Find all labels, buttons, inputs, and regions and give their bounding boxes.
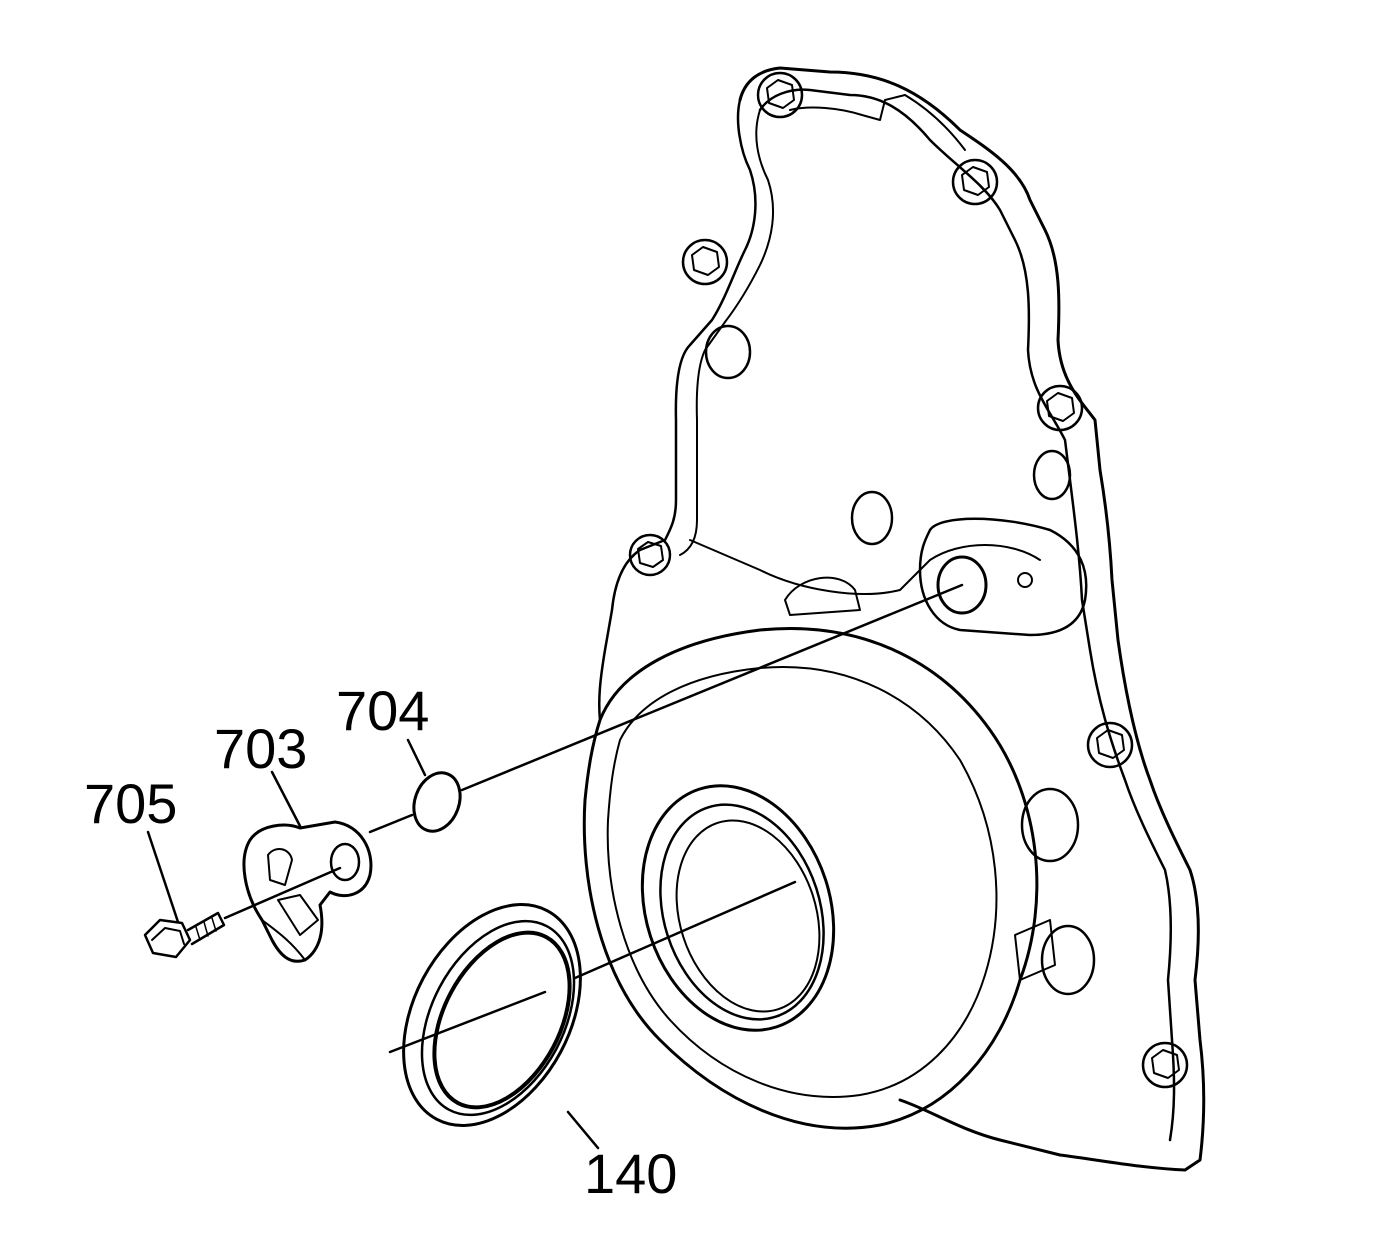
leader-704 <box>406 738 427 777</box>
sensor-axis-upper <box>460 583 964 792</box>
callout-704: 704 <box>336 679 429 742</box>
crank-bore-chamfer <box>675 819 821 1013</box>
cover-bolt-1 <box>756 71 804 119</box>
upper-notch <box>784 576 861 616</box>
dowel-hole <box>850 490 894 546</box>
cover-center-web <box>689 539 1041 595</box>
cover-inner-left <box>679 109 774 556</box>
right-upper-hole <box>1032 449 1072 501</box>
crank-axis-upper <box>573 880 797 980</box>
mounting-tab <box>1014 919 1056 981</box>
cover-left-edge <box>597 98 757 722</box>
leader-705 <box>146 830 180 924</box>
callout-labels: 704 703 705 140 <box>84 679 677 1205</box>
cover-bolt-2 <box>951 158 999 206</box>
seal-housing-step <box>606 666 998 1098</box>
sensor-bolt <box>143 911 226 959</box>
crank-bore-outer <box>640 784 836 1032</box>
cover-bolt-6 <box>1086 721 1134 769</box>
callout-703: 703 <box>214 717 307 780</box>
right-boss-hole <box>1020 787 1080 863</box>
sensor-mount-boss <box>918 517 1088 637</box>
leader-140 <box>566 1110 600 1150</box>
callout-140: 140 <box>584 1142 677 1205</box>
sensor-bore <box>936 555 988 615</box>
cover-outer-flange <box>738 66 1206 1172</box>
callout-705: 705 <box>84 772 177 835</box>
leader-lines <box>146 738 600 1150</box>
cover-bolt-4 <box>1036 384 1084 432</box>
upper-dowel-hole <box>704 324 752 380</box>
cover-bolt-7 <box>1141 1041 1189 1089</box>
sensor-axis-lower <box>223 866 342 920</box>
cover-inner-rim <box>758 88 1176 1142</box>
leader-703 <box>270 770 302 828</box>
cover-bolt-5 <box>628 533 672 577</box>
assembly-centerlines <box>223 583 964 1054</box>
crank-bore-inner <box>659 803 825 1021</box>
engine-front-cover <box>582 66 1206 1172</box>
cover-bolt-3 <box>681 238 729 286</box>
crank-axis-lower <box>388 990 547 1054</box>
right-lower-hole <box>1040 924 1096 996</box>
cover-top-ridge <box>789 94 966 151</box>
crankshaft-front-seal <box>402 903 582 1127</box>
seal-housing-body <box>582 627 1039 1130</box>
cover-bolts <box>628 71 1189 1089</box>
o-ring <box>412 771 462 833</box>
crankshaft-position-sensor <box>242 820 373 963</box>
sensor-axis-mid <box>368 813 414 834</box>
sensor-bolt-hole <box>1017 572 1033 588</box>
